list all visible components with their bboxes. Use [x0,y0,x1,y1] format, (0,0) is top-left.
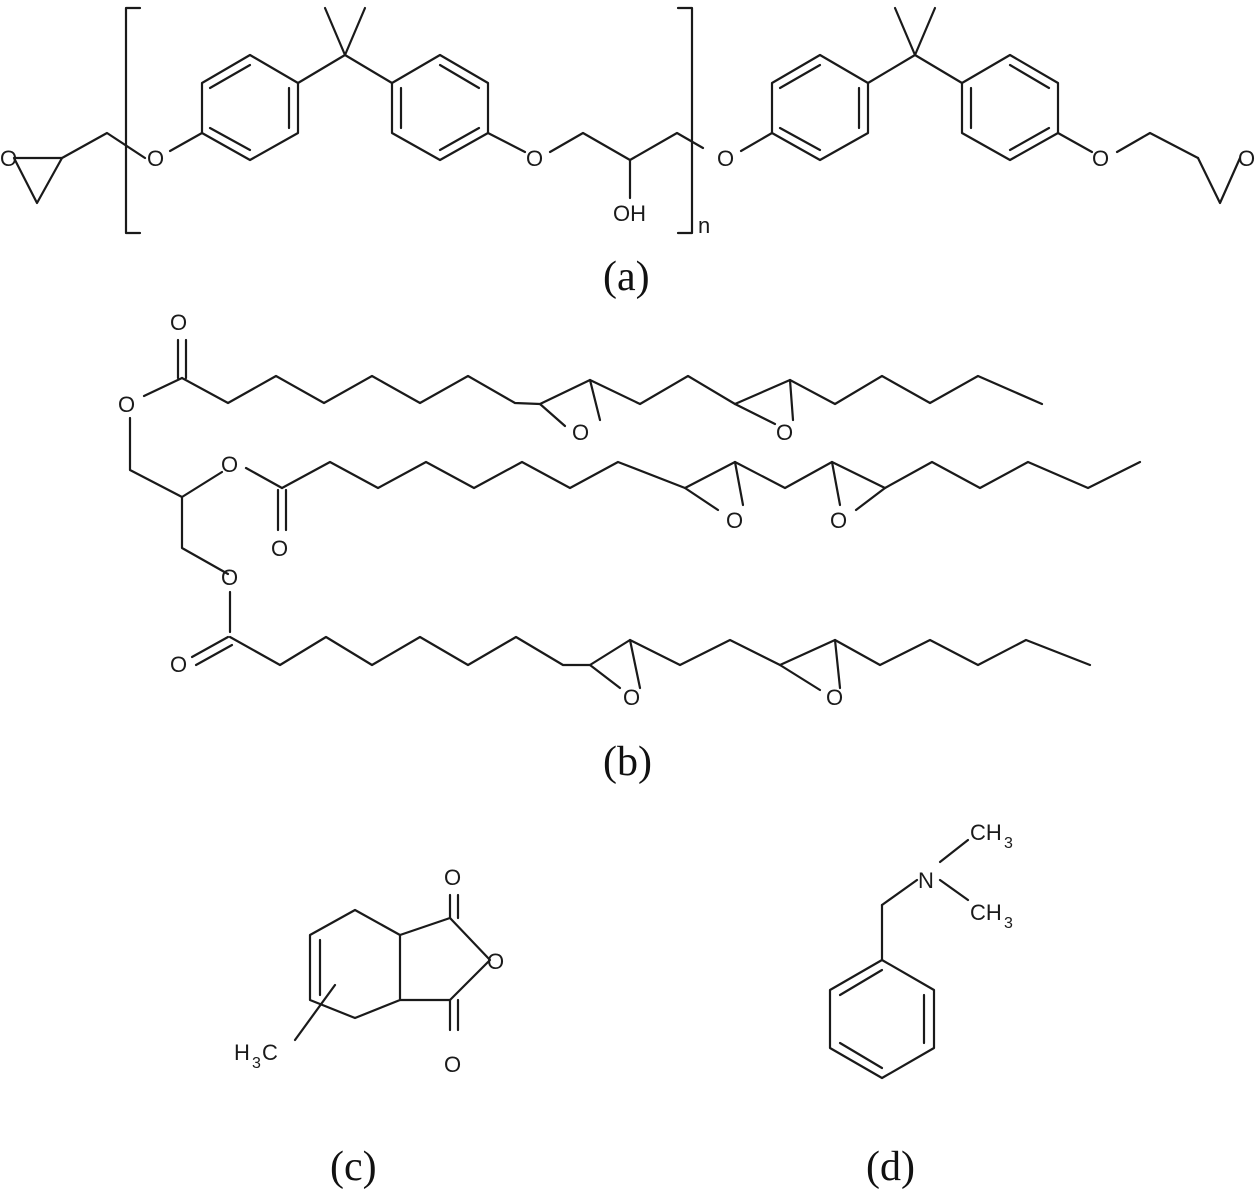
atom-o: O [444,1052,461,1077]
atom-o: O [1092,146,1109,171]
atom-o: O [221,452,238,477]
atom-h: H [234,1040,250,1065]
caption-d: (d) [866,1144,915,1190]
atom-o: O [776,420,793,445]
atom-o: O [526,146,543,171]
atom-o: O [717,146,734,171]
subscript-3: 3 [252,1055,261,1072]
caption-c: (c) [330,1144,377,1190]
atom-o: O [271,536,288,561]
atom-n: N [918,868,934,893]
repeat-n: n [698,213,710,238]
atom-o: O [0,146,17,171]
atom-o: O [147,146,164,171]
caption-a: (a) [603,254,650,300]
atom-o: O [487,949,504,974]
structure-b: O O O O O O O O O O O [118,310,1142,710]
atom-o: O [572,420,589,445]
subscript-3: 3 [1004,915,1013,932]
atom-c: C [262,1040,278,1065]
atom-o: O [170,310,187,335]
atom-o: O [726,508,743,533]
atom-o: O [623,685,640,710]
structure-c: O O O H 3 C [234,865,504,1077]
methyl-label-bottom: CH 3 [970,900,1013,932]
structure-d: N CH 3 CH 3 [828,820,1013,1080]
atom-oh: OH [613,201,646,226]
atom-o: O [444,865,461,890]
subscript-3: 3 [1004,835,1013,852]
atom-o: O [830,508,847,533]
atom-o: O [118,392,135,417]
methyl-label-top: CH 3 [970,820,1013,852]
methyl-label: H 3 C [234,1040,278,1072]
atom-o: O [1238,146,1255,171]
caption-b: (b) [603,739,652,785]
atom-o: O [221,565,238,590]
atom-ch: CH [970,820,1002,845]
atom-o: O [826,685,843,710]
atom-o: O [170,652,187,677]
structure-a: O O O OH n O [0,6,1255,238]
atom-ch: CH [970,900,1002,925]
